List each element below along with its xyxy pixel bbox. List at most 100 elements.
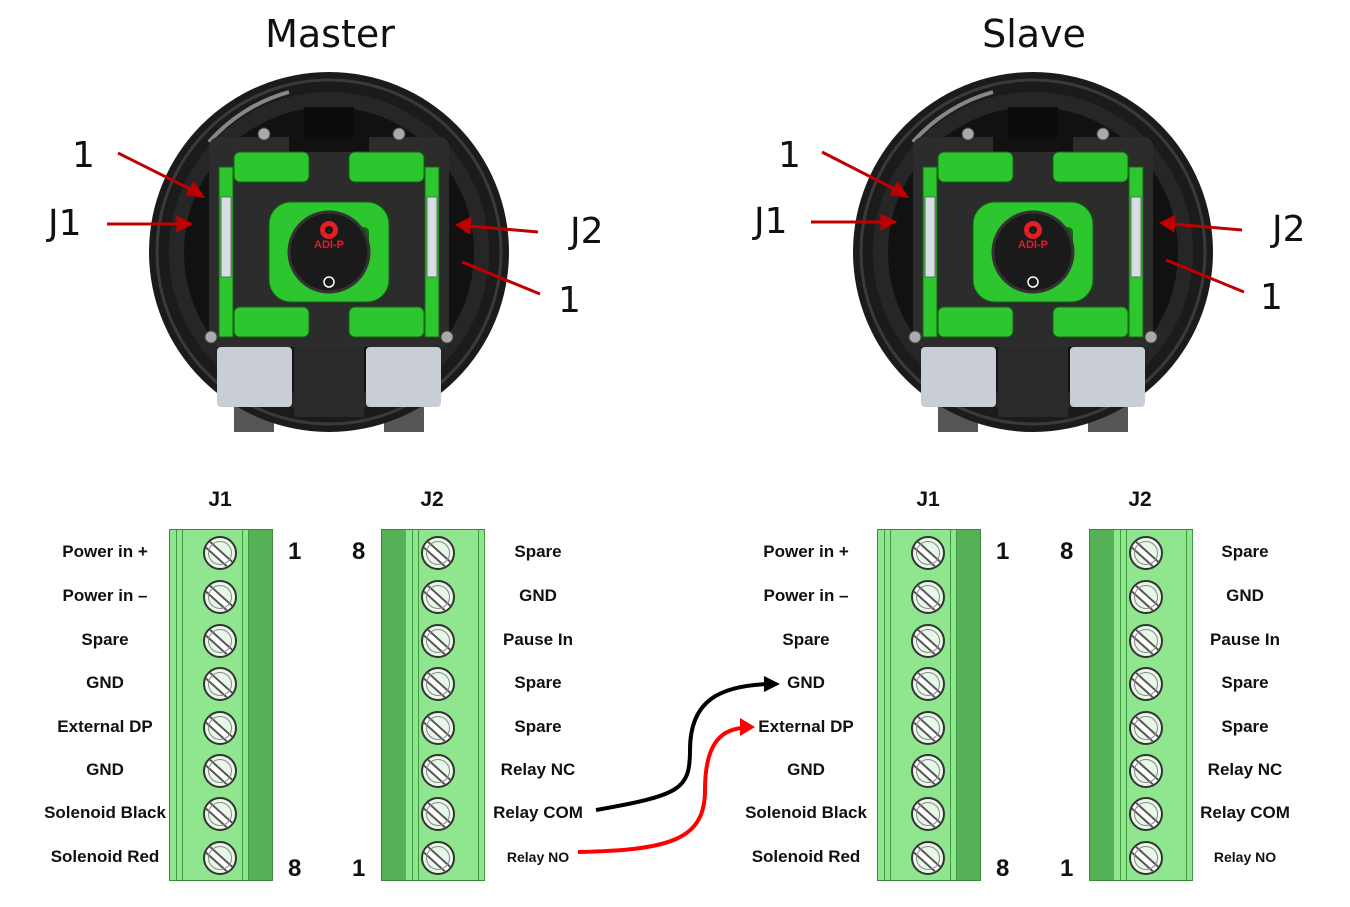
master-title: Master [265,12,395,56]
strip-line [176,530,177,880]
wire-red-arrowhead [740,718,755,736]
strip-line [1192,530,1193,880]
strip-line [418,530,419,880]
strip-line [484,530,485,880]
j1-pin-label: Power in + [763,542,849,561]
master-pin1-left-label: 1 [72,135,95,176]
terminal-screw [911,624,945,658]
j2-pin-label: Pause In [503,630,573,649]
j1-terminal-strip [877,529,981,881]
j1-pin-label: Solenoid Black [44,803,166,822]
strip-line [412,530,413,880]
j1-pin-label: Power in – [62,586,148,605]
strip-shade [1090,530,1114,880]
j1-bottom-number: 8 [288,855,302,882]
strip-shade [248,530,272,880]
slave-pin1-left-label: 1 [778,135,801,176]
terminal-screw [203,580,237,614]
wire-relay-com-to-gnd [595,682,769,812]
j2-pin-label: GND [1226,586,1264,605]
j2-pin-label: Spare [514,717,562,736]
terminal-screw [203,841,237,875]
strip-shade [382,530,406,880]
j2-pin-label: Relay COM [493,803,583,822]
terminal-screw [421,536,455,570]
j1-terminal-strip [169,529,273,881]
j1-pin-label: Spare [782,630,830,649]
j1-bottom-number: 8 [996,855,1010,882]
strip-line [950,530,951,880]
terminal-screw [421,667,455,701]
j2-pin-label: Relay NO [1213,849,1277,865]
j2-pin-label: Spare [1221,542,1269,561]
j1-pin-label: Solenoid Black [745,803,867,822]
strip-line [242,530,243,880]
j2-pin-label: GND [519,586,557,605]
j2-header: J2 [1128,488,1152,511]
j2-terminal-strip [381,529,485,881]
slave-pin1-right-label: 1 [1260,277,1283,318]
terminal-screw [911,797,945,831]
j1-pin-label: Power in + [62,542,148,561]
strip-line [248,530,249,880]
j2-pin-label: Spare [1221,673,1269,692]
terminal-screw [203,667,237,701]
terminal-screw [1129,536,1163,570]
wire-relay-no-to-external-dp [577,726,743,854]
master-j1-label: J1 [48,203,82,244]
j1-pin-label: External DP [57,717,153,736]
wire-black-arrowhead [764,676,780,692]
strip-line [182,530,183,880]
terminal-screw [1129,841,1163,875]
j2-top-number: 8 [352,538,366,565]
j2-pin-label: Spare [514,542,562,561]
terminal-screw [203,536,237,570]
strip-line [1120,530,1121,880]
master-j2-label: J2 [570,211,604,252]
terminal-screw [421,711,455,745]
j1-pin-label: Spare [81,630,129,649]
j1-top-number: 1 [288,538,302,565]
j2-pin-label: Relay NO [506,849,570,865]
terminal-screw [421,624,455,658]
slave-j2-label: J2 [1272,209,1306,250]
j2-bottom-number: 1 [1060,855,1074,882]
j2-pin-label: Spare [514,673,562,692]
master-logo-text: ADI-P [314,239,344,251]
terminal-screw [421,797,455,831]
terminal-screw [911,711,945,745]
j1-pin-label: GND [86,760,124,779]
terminal-screw [1129,667,1163,701]
terminal-screw [1129,580,1163,614]
j2-pin-label: Relay NC [1207,760,1283,779]
terminal-screw [911,580,945,614]
terminal-screw [911,536,945,570]
terminal-screw [421,754,455,788]
master-pin1-right-label: 1 [558,280,581,321]
terminal-screw [911,667,945,701]
terminal-screw [911,754,945,788]
j1-pin-label: Solenoid Red [751,847,861,866]
terminal-screw [203,797,237,831]
terminal-screw [1129,797,1163,831]
j2-pin-label: Relay NC [500,760,576,779]
terminal-screw [1129,711,1163,745]
j1-top-number: 1 [996,538,1010,565]
terminal-screw [1129,754,1163,788]
strip-line [890,530,891,880]
slave-logo-text: ADI-P [1018,239,1048,251]
j1-pin-label: GND [787,673,825,692]
slave-title: Slave [982,12,1086,56]
j2-pin-label: Spare [1221,717,1269,736]
strip-line [1186,530,1187,880]
j2-bottom-number: 1 [352,855,366,882]
j1-pin-label: GND [86,673,124,692]
j1-pin-label: Solenoid Red [50,847,160,866]
j2-pin-label: Pause In [1210,630,1280,649]
strip-shade [956,530,980,880]
devices-illustration [107,70,1245,434]
j1-pin-label: GND [787,760,825,779]
j1-pin-label: Power in – [763,586,849,605]
terminal-screw [1129,624,1163,658]
